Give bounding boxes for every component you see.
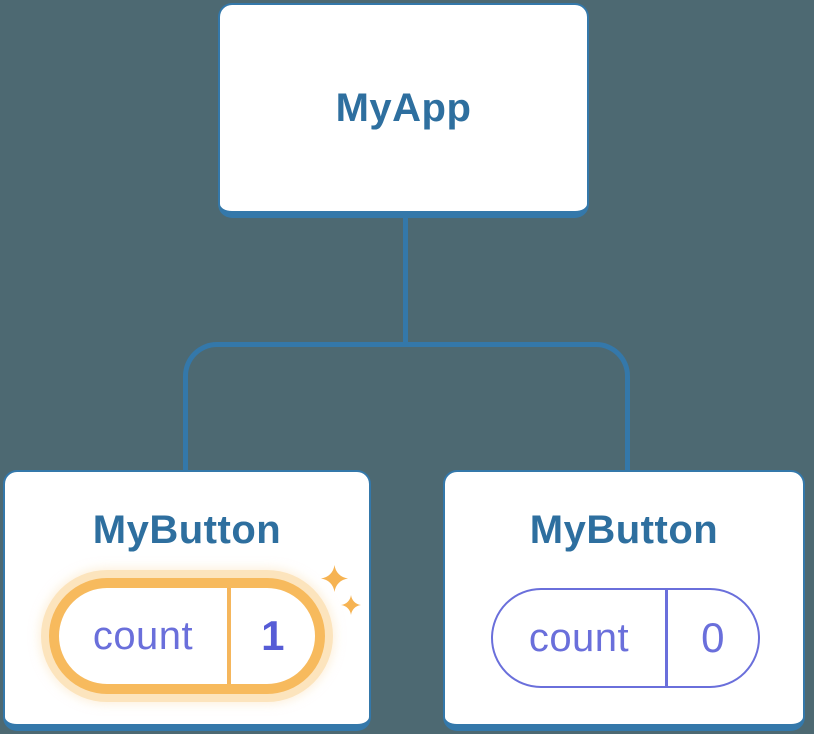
- component-title: MyButton: [92, 508, 282, 552]
- component-node-mybutton-right: MyButton count 0: [443, 470, 805, 731]
- state-value: 1: [261, 612, 285, 659]
- component-title: MyButton: [529, 508, 719, 552]
- component-node-mybutton-left: MyButton count 1: [3, 470, 371, 731]
- component-title: MyApp: [335, 85, 472, 130]
- pill-divider: [665, 590, 668, 686]
- sparkle-icon: [321, 565, 348, 592]
- state-pill-highlighted: count 1: [49, 578, 325, 694]
- state-label-cell: count: [59, 588, 227, 684]
- state-label-cell: count: [493, 590, 665, 686]
- component-node-myapp: MyApp: [218, 3, 589, 218]
- state-pill: count 0: [491, 588, 760, 688]
- connector-branch-bracket: [183, 342, 630, 472]
- pill-divider: [227, 588, 231, 684]
- connector-root-stem: [403, 216, 408, 344]
- state-value-cell: 0: [668, 590, 759, 686]
- state-label: count: [92, 613, 194, 658]
- state-value: 0: [701, 614, 725, 661]
- state-label: count: [528, 615, 630, 660]
- sparkle-icon: [341, 595, 361, 615]
- state-value-cell: 1: [231, 588, 316, 684]
